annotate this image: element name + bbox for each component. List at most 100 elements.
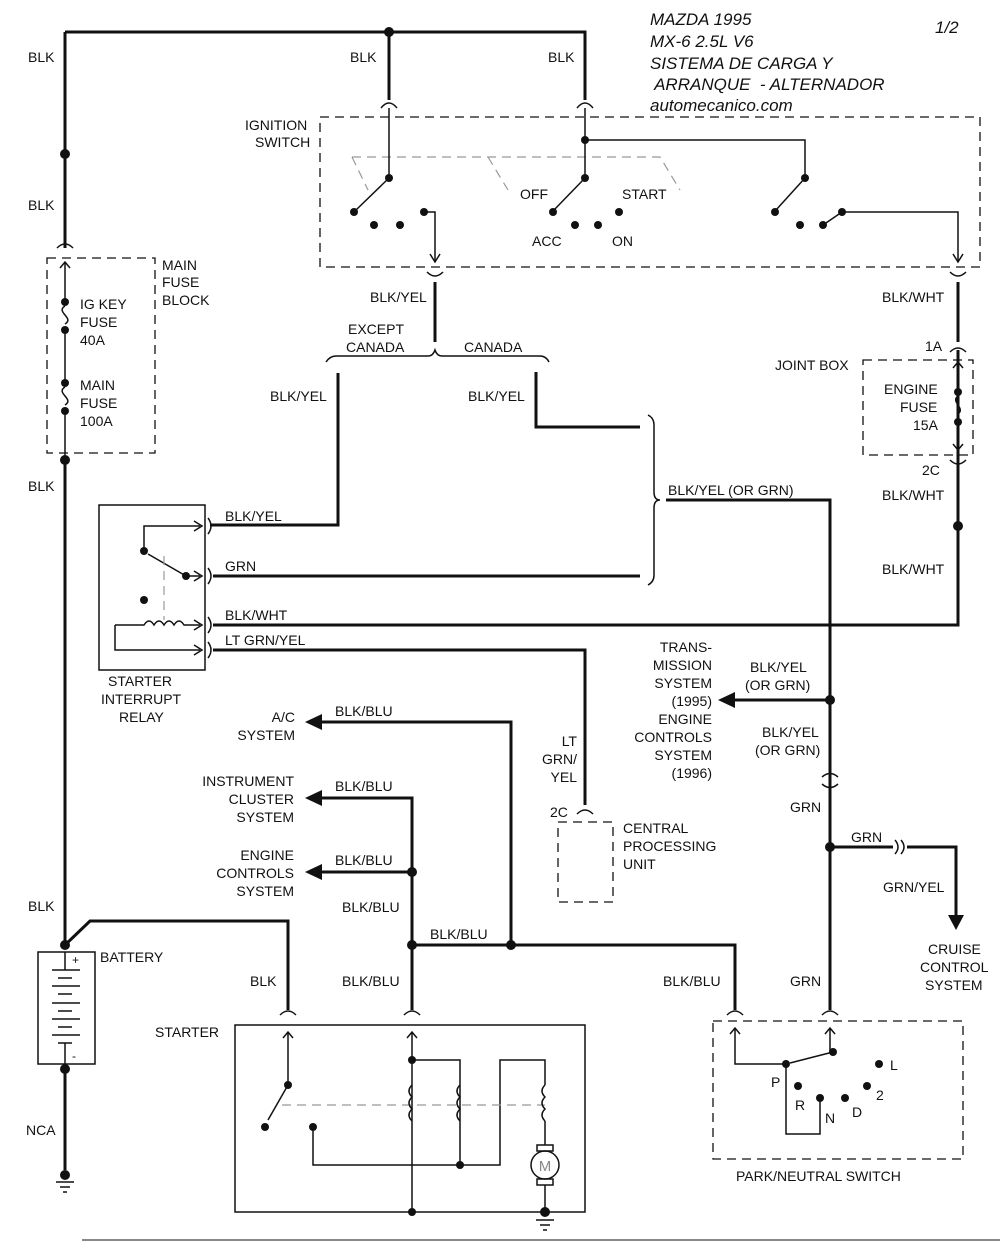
- connector-icon: [207, 616, 212, 634]
- wire-label: BLK/BLU: [342, 973, 400, 989]
- component-label: CONTROLS: [216, 865, 294, 881]
- wire: [824, 1026, 836, 1052]
- relay-coil-icon: [115, 620, 200, 627]
- splice-dot: [60, 149, 70, 159]
- wire-label: GRN: [225, 558, 256, 574]
- wire-label: BLK: [28, 49, 55, 65]
- ignition-switch: IGNITION SWITCH OFF START ACC ON: [245, 108, 981, 277]
- switch-arm: [355, 177, 390, 211]
- label: +: [72, 953, 79, 967]
- arrow: [193, 570, 204, 582]
- wire-blk-yel-or-grn: [666, 498, 832, 1010]
- title-model: MX-6 2.5L V6: [650, 32, 754, 51]
- motor-label: M: [539, 1158, 552, 1175]
- connector-label: 2C: [550, 804, 568, 820]
- junction-dot: [61, 298, 69, 306]
- label: MISSION: [653, 657, 712, 673]
- label: -: [72, 1049, 76, 1063]
- wire-label: BLK/YEL: [370, 289, 427, 305]
- pn-position-2: 2: [876, 1087, 884, 1103]
- connector-icon: [56, 243, 74, 249]
- wire-label: BLK/BLU: [430, 926, 488, 942]
- wire-label: BLK/WHT: [882, 487, 945, 503]
- option-brace: [325, 347, 550, 363]
- ground-icon: [56, 1181, 74, 1193]
- junction-dot: [261, 1123, 269, 1131]
- wire-label: BLK/BLU: [663, 973, 721, 989]
- fuse-label: IG KEY: [80, 296, 127, 312]
- connector-icon: [207, 641, 212, 659]
- pn-switch-arm: [789, 1051, 834, 1064]
- mechanical-link: [351, 156, 369, 191]
- connector-icon: [426, 271, 444, 277]
- junction-dot: [140, 596, 148, 604]
- pn-position-n: N: [825, 1110, 835, 1126]
- fuse-rating: 15A: [913, 417, 939, 433]
- title-make-year: MAZDA 1995: [650, 10, 752, 29]
- title-subsystem: ARRANQUE - ALTERNADOR: [650, 75, 885, 94]
- component-label: SYSTEM: [925, 977, 983, 993]
- pn-position-d: D: [852, 1104, 862, 1120]
- wire-label: BLK/BLU: [335, 703, 393, 719]
- connector-icon: [576, 809, 594, 815]
- wire-label: GRN: [790, 799, 821, 815]
- wire-label: BLK/WHT: [225, 607, 288, 623]
- wire-grn-yel: [907, 845, 958, 915]
- wire-label: GRN/YEL: [883, 879, 945, 895]
- component-label: BLOCK: [162, 292, 210, 308]
- component-label: INSTRUMENT: [202, 773, 294, 789]
- connector-icon: [821, 772, 839, 789]
- wire-top-bus: [65, 30, 587, 100]
- header: MAZDA 1995 MX-6 2.5L V6 SISTEMA DE CARGA…: [650, 10, 959, 115]
- ig-key-fuse-icon: [61, 305, 69, 325]
- top-bus: BLK BLK BLK BLK: [28, 27, 594, 248]
- component-label: INTERRUPT: [101, 691, 182, 707]
- junction-dot: [794, 1082, 802, 1090]
- label: (1996): [672, 765, 712, 781]
- transmission-system-label: TRANS- MISSION SYSTEM (1995) ENGINE CONT…: [634, 639, 712, 781]
- pn-position-r: R: [795, 1097, 805, 1113]
- connector-icon: [403, 1010, 421, 1016]
- wire: [424, 211, 436, 262]
- motor-brush: [536, 1144, 554, 1152]
- engine-fuse-icon: [955, 395, 961, 415]
- battery-cells-icon: [52, 952, 80, 1064]
- connector-icon: [279, 1010, 297, 1016]
- wire-label: BLK/YEL (OR GRN): [668, 482, 794, 498]
- switch-arm: [553, 177, 586, 211]
- wire: [412, 1059, 461, 1165]
- arrow-icon: [718, 692, 735, 708]
- hold-coil-icon: [456, 1084, 462, 1122]
- wire-label: BLK: [28, 478, 55, 494]
- arrow-icon: [948, 915, 964, 930]
- junction-dot: [954, 418, 962, 426]
- component-label: CENTRAL: [623, 820, 689, 836]
- component-label: CRUISE: [928, 941, 981, 957]
- pn-position-l: L: [890, 1057, 898, 1073]
- junction-dot: [140, 547, 148, 555]
- junction-dot: [370, 221, 378, 229]
- junction-dot: [771, 208, 779, 216]
- wire-label: BLK: [28, 197, 55, 213]
- arrow-icon: [305, 864, 322, 880]
- junction-dot: [863, 1082, 871, 1090]
- component-label: CONTROL: [920, 959, 989, 975]
- wire: [312, 1059, 546, 1166]
- wire: [822, 211, 959, 262]
- wire: [729, 1026, 786, 1065]
- wire-label: BLK/YEL: [750, 659, 807, 675]
- wire-blk-blu-horiz: [412, 943, 737, 1010]
- joint-box: BLK/WHT 1A JOINT BOX ENGINE FUSE 15A 2C …: [775, 282, 974, 625]
- wire-label: BLK/YEL: [225, 508, 282, 524]
- ign-position-acc: ACC: [532, 233, 562, 249]
- wire-label: BLK/BLU: [342, 899, 400, 915]
- fuse-label: FUSE: [80, 314, 117, 330]
- junction-dot: [615, 208, 623, 216]
- junction-dot: [875, 1060, 883, 1068]
- component-label: FUSE: [162, 274, 199, 290]
- wire-blk-blu-ic: [322, 796, 414, 1010]
- component-label: SYSTEM: [236, 883, 294, 899]
- junction-dot: [61, 379, 69, 387]
- battery-box: [37, 951, 96, 1065]
- wire-label: BLK/YEL: [762, 724, 819, 740]
